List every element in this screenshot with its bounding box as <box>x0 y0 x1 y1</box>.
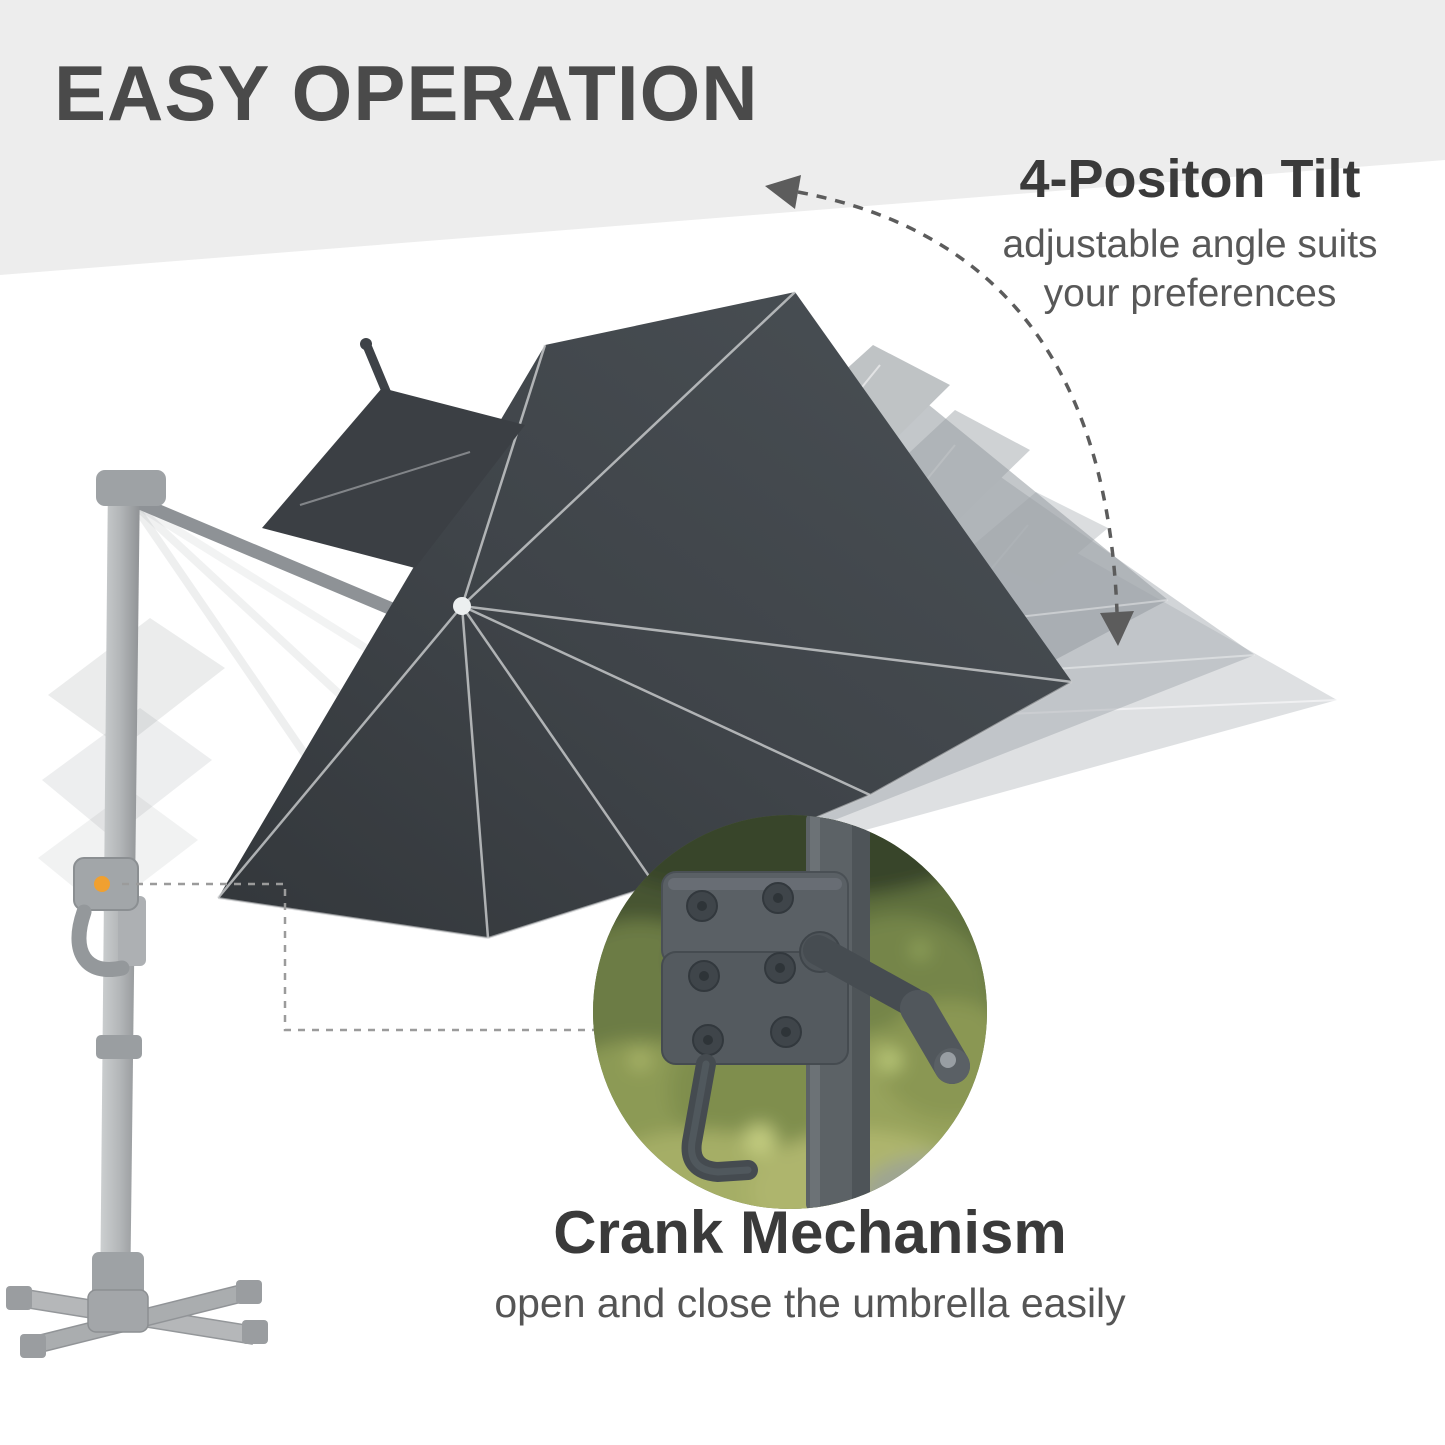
umbrella-main <box>121 291 1073 940</box>
tilt-heading: 4-Positon Tilt <box>1019 149 1361 209</box>
umbrella-canopy <box>218 292 1072 938</box>
finial-ball <box>360 338 372 350</box>
umbrella-arm <box>121 491 437 632</box>
umbrella-top-tier <box>262 388 525 568</box>
umbrella-hub-light <box>453 597 471 615</box>
pole-collar <box>96 1035 142 1059</box>
background-band <box>0 0 1445 275</box>
callout-leader-icon <box>122 882 594 1032</box>
knob-screw <box>940 1052 956 1068</box>
top-tier-rib <box>299 451 471 506</box>
umbrella-finial <box>363 343 393 401</box>
tilt-description-line2: your preferences <box>1043 271 1337 315</box>
tilt-feature-block: 4-Positon Tilt adjustable angle suits yo… <box>930 149 1445 318</box>
crank-heading: Crank Mechanism <box>553 1199 1067 1266</box>
crank-arm <box>803 935 927 1017</box>
page-title: EASY OPERATION <box>54 49 759 137</box>
crank-description: open and close the umbrella easily <box>494 1280 1126 1326</box>
tilt-description-line1: adjustable angle suits <box>1002 223 1378 267</box>
pole-top-elbow <box>96 470 166 506</box>
cross-base <box>6 1280 268 1358</box>
tilt-arrow-icon <box>765 175 1134 646</box>
umbrella-support <box>6 470 268 1358</box>
crank-mechanism <box>661 815 970 1209</box>
crank-feature-block: Crank Mechanism open and close the umbre… <box>335 1200 1285 1327</box>
umbrella-ribs <box>217 291 1073 939</box>
tilt-handle <box>71 857 146 977</box>
bolts <box>686 882 802 1056</box>
tilt-handle-dot-icon <box>94 876 110 892</box>
